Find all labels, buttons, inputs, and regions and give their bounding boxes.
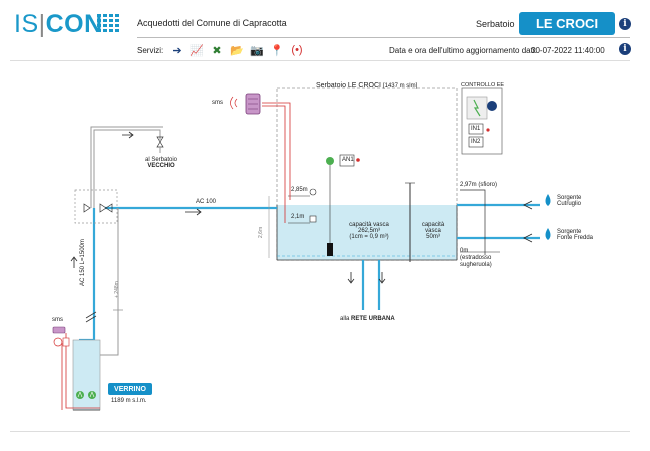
logo-text-left: IS <box>14 10 39 38</box>
navigate-icon[interactable]: ➔ <box>172 44 182 57</box>
input-in2[interactable]: IN2 <box>471 139 481 145</box>
sms-top-label: sms <box>212 100 223 106</box>
level-285-label: 2,85m <box>291 187 308 193</box>
pipe-ac100-label: AC 100 <box>196 199 217 205</box>
update-info-icon[interactable]: i <box>619 43 631 55</box>
zero-level-label: 0m (estradosso sugheruola) <box>460 248 492 268</box>
verrino-altitude: 1189 m s.l.m. <box>111 398 147 404</box>
isicon-logo: IS|CON <box>14 10 103 39</box>
pipe-ac150-label: AC 150 L=1500m <box>80 239 86 286</box>
tank-label: Serbatoio <box>476 19 515 29</box>
sorgente-cutruglio[interactable]: Sorgente Cutruglio <box>557 195 582 207</box>
app-title: Acquedotti del Comune di Capracotta <box>137 18 287 28</box>
serbatoio-vecchio-label: al Serbatoio VECCHIO <box>144 157 178 169</box>
sms-bottom-label: sms <box>52 317 63 323</box>
vasca1-capacity: capacità vasca 262,5m³ (1cm = 0,9 m³) <box>349 222 389 240</box>
verrino-button[interactable]: VERRINO <box>108 383 152 395</box>
analog-an1[interactable]: AN1 <box>342 157 354 163</box>
excel-icon[interactable]: ✖ <box>212 44 222 57</box>
tank-info-icon[interactable]: i <box>619 18 631 30</box>
update-value: 30-07-2022 11:40:00 <box>531 46 605 55</box>
rete-urbana-label: alla RETE URBANA <box>340 316 395 322</box>
sfioro-label: 2,97m (sfioro) <box>460 182 498 188</box>
tank-water <box>277 205 457 260</box>
broadcast-icon[interactable]: (•) <box>291 44 303 56</box>
services-toolbar: ➔ 📈 ✖ 📂 📷 📍 (•) <box>170 43 304 57</box>
logo-text-right: CON <box>45 10 103 38</box>
vasca2-capacity: capacità vasca 50m³ <box>421 222 445 240</box>
sorgente-fonte-fredda[interactable]: Sorgente Fonte Fredda <box>557 229 594 241</box>
services-label: Servizi: <box>137 46 164 55</box>
logo-separator: | <box>38 10 46 38</box>
camera-icon[interactable]: 📷 <box>250 44 264 57</box>
pipe-length-label: + 248m <box>114 281 120 298</box>
folder-icon[interactable]: 📂 <box>230 44 244 57</box>
location-pin-icon[interactable]: 📍 <box>270 44 284 57</box>
depth-label: 2,6m <box>258 226 264 238</box>
tank-title: Serbatoio LE CROCI [1437 m slm] <box>316 82 418 89</box>
tank-selector-button[interactable]: LE CROCI <box>519 12 615 35</box>
level-21-label: 2,1m <box>291 214 305 220</box>
input-in1[interactable]: IN1 <box>471 126 481 132</box>
logo-grid-icon <box>97 14 119 32</box>
update-label: Data e ora dell'ultimo aggiornamento dat… <box>389 46 537 55</box>
controllo-ee-label: CONTROLLO EE <box>461 82 505 88</box>
chart-icon[interactable]: 📈 <box>190 44 204 57</box>
